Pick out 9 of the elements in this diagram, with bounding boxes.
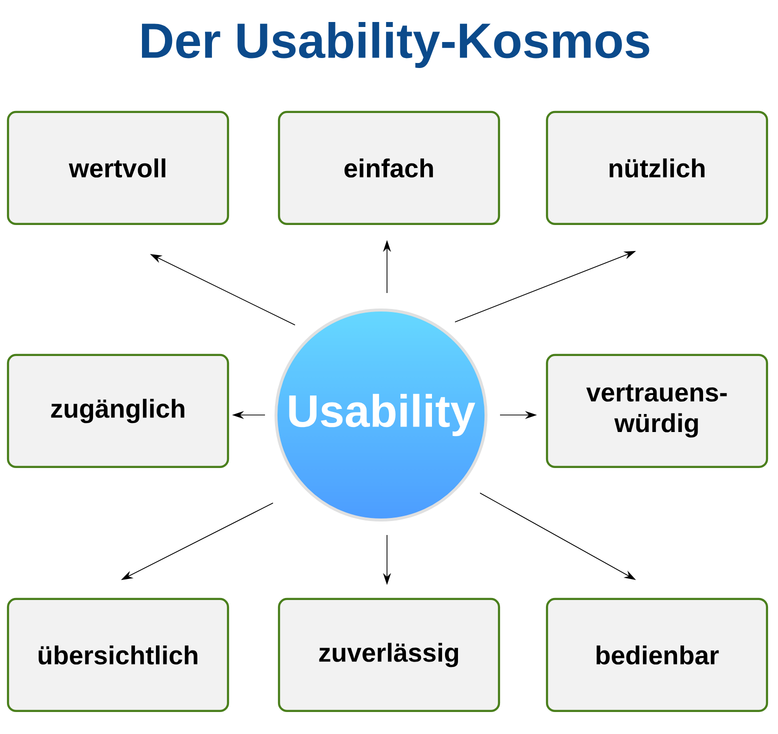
quality-box: zugänglich (6, 354, 230, 468)
quality-box: übersichtlich (6, 598, 230, 712)
quality-box: vertrauens- würdig (546, 354, 768, 468)
quality-box: nützlich (546, 110, 768, 226)
title: Der Usability-Kosmos (142, 22, 650, 68)
quality-box: wertvoll (6, 110, 230, 226)
quality-box: einfach (278, 110, 500, 226)
quality-box: zuverlässig (278, 598, 500, 712)
quality-box: bedienbar (546, 598, 768, 712)
